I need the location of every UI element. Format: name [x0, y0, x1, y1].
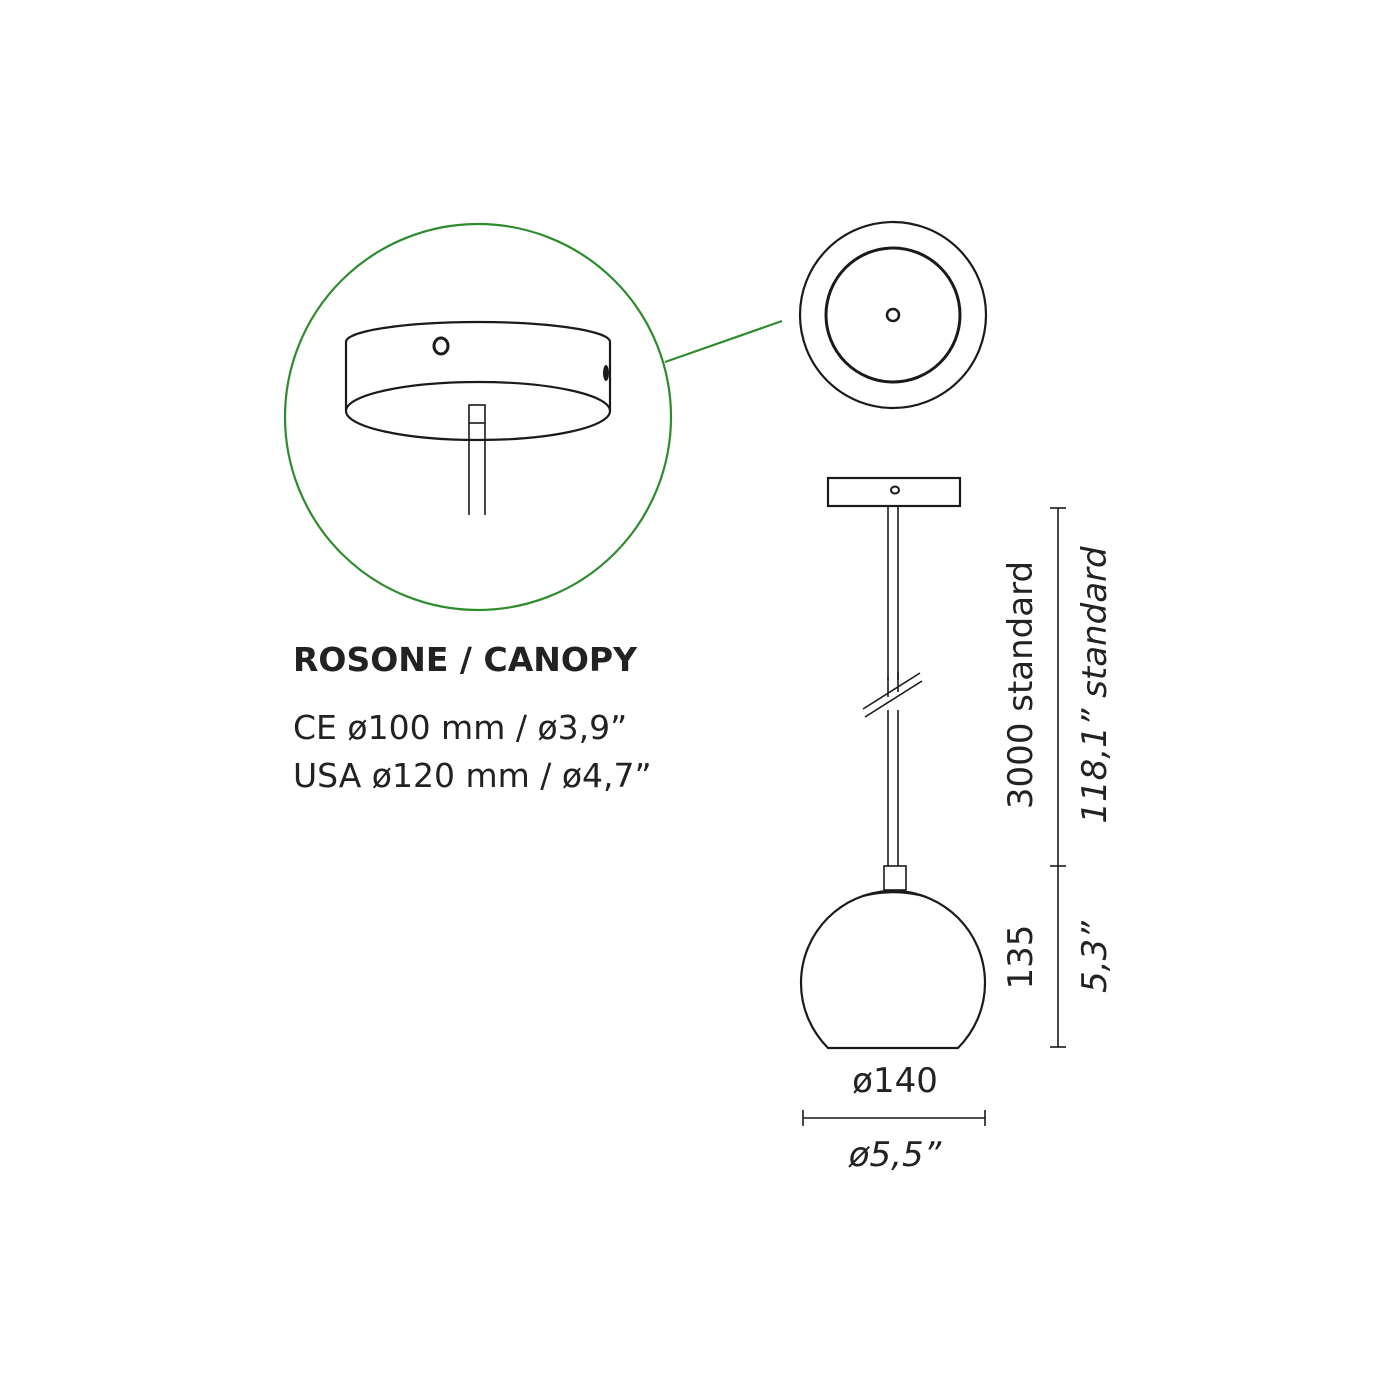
canopy-side	[826, 476, 962, 508]
detail-circle	[283, 222, 673, 612]
cable-length-in: 118,1” standard	[1075, 546, 1115, 824]
canopy-specs: ROSONE / CANOPY CE ø100 mm / ø3,9” USA ø…	[293, 640, 652, 795]
detail-leader-line	[664, 319, 783, 364]
globe-shade	[799, 889, 987, 1050]
shade-height-mm: 135	[1001, 925, 1041, 990]
canopy-usa-size: USA ø120 mm / ø4,7”	[293, 756, 652, 795]
cable-break-mark	[862, 672, 923, 718]
canopy-ce-size: CE ø100 mm / ø3,9”	[293, 708, 627, 747]
diameter-in: ø5,5”	[848, 1135, 942, 1175]
canopy-screw-hole	[432, 336, 450, 356]
canopy-top-view	[798, 220, 988, 410]
diameter-mm: ø140	[852, 1061, 938, 1101]
vertical-dimension: 3000 standard 118,1” standard 135 5,3”	[1001, 507, 1115, 1048]
canopy-title: ROSONE / CANOPY	[293, 640, 638, 679]
canopy-center-hole	[885, 307, 901, 323]
canopy-detail-callout	[283, 222, 783, 612]
horizontal-dimension: ø140 ø5,5”	[802, 1061, 986, 1175]
canopy-bottom-ellipse	[344, 380, 612, 442]
shade-height-in: 5,3”	[1075, 921, 1115, 993]
canopy-perspective	[344, 320, 612, 515]
canopy-side-screw	[603, 365, 609, 381]
lamp-side-view	[799, 476, 987, 1050]
canopy-top-edge	[344, 320, 612, 343]
shade-neck	[883, 865, 907, 891]
cable-length-mm: 3000 standard	[1001, 561, 1041, 809]
